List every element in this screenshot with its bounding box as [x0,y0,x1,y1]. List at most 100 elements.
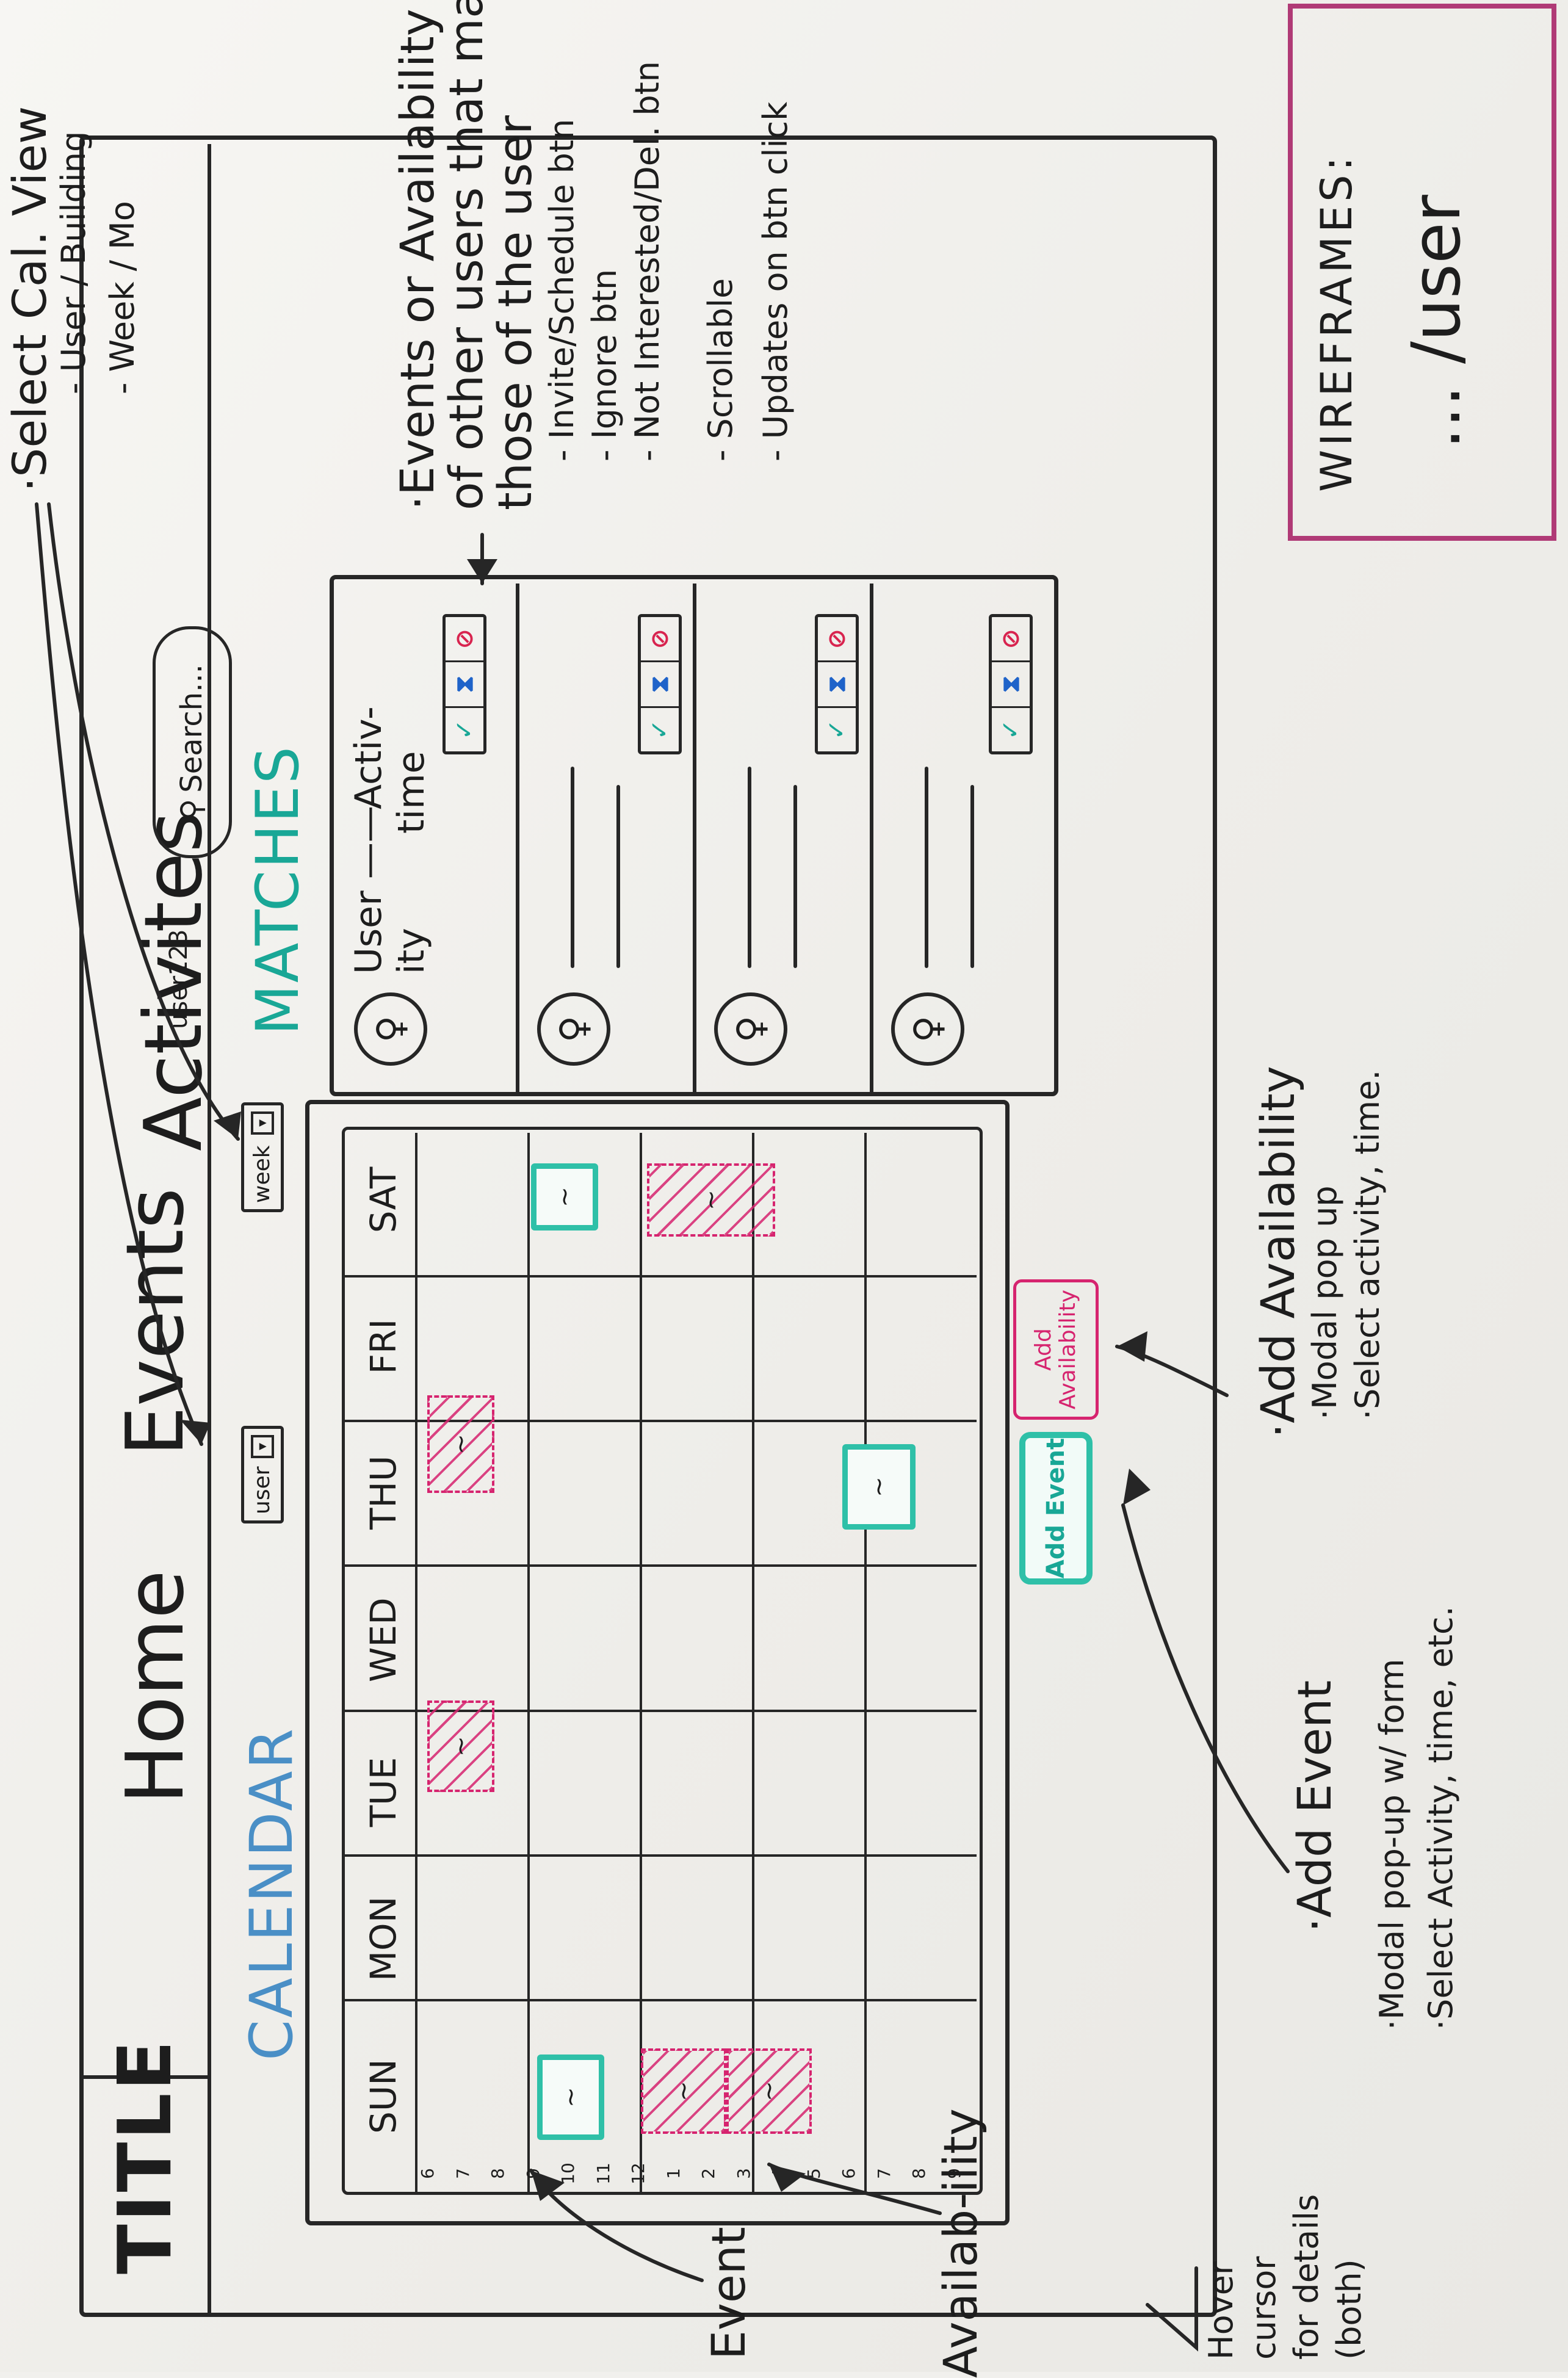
note-select-view-line: - Week / Mo [103,201,142,394]
ignore-button[interactable]: ⧗ [992,660,1030,706]
not-interested-button[interactable]: ⊘ [823,628,851,649]
hour-label: 7 [873,2168,894,2179]
page-title: TITLE [103,2038,188,2274]
note-matches-line: ·Events or Availability [390,9,444,510]
hour-label: 11 [593,2163,613,2185]
hour-label: 8 [909,2168,929,2179]
hour-label: 9 [522,2168,543,2179]
match-row-divider [516,584,519,1093]
calendar-event[interactable]: ~ [842,1444,916,1530]
availability-marker: ~ [697,1190,725,1210]
note-matches-line: - Updates on btn click [756,101,795,461]
match-row-divider [870,584,873,1093]
calendar-row-line [527,1133,530,2195]
hour-label: 12 [628,2163,648,2185]
note-matches-line: - Ignore btn [585,269,624,461]
calendar-grid [342,1127,983,2195]
day-thu: THU [363,1455,404,1530]
availability-marker: ~ [670,2081,698,2102]
event-marker: ~ [865,1476,893,1497]
day-fri: FRI [363,1318,404,1375]
note-add-availability-line: ·Select activity, time. [1348,1069,1387,1420]
invite-button[interactable]: ✓ [818,706,856,751]
availability-marker: ~ [755,2081,783,2102]
calendar-header-line [415,1133,417,2195]
availability-block[interactable]: ~ [641,2048,726,2134]
hour-label: 10 [558,2163,578,2185]
note-add-event: ·Add Event [1287,1680,1342,1932]
nav-home[interactable]: Home [109,1570,201,1804]
period-view-select[interactable]: week ▾ [241,1102,284,1212]
invite-button[interactable]: ✓ [446,706,483,751]
calendar-event[interactable]: ~ [537,2055,604,2140]
calendar-column-line [342,1564,977,1567]
note-event-label: Event [701,2227,756,2360]
avatar-glyph: ♀ [552,1016,595,1043]
note-matches-line: those of the user [488,115,542,510]
avatar: ♀ [714,992,787,1066]
note-matches-line: of other users that match [439,0,493,510]
calendar-heading: CALENDAR [237,1726,306,2061]
match-text-placeholder [616,785,620,968]
calendar-event[interactable]: ~ [531,1163,598,1231]
not-interested-button[interactable]: ⊘ [646,628,674,649]
day-sat: SAT [363,1166,404,1234]
availability-block[interactable]: ~ [647,1163,775,1237]
event-marker: ~ [551,1187,579,1207]
note-select-view-title: ·Select Cal. View [2,106,57,492]
event-marker: ~ [557,2087,585,2108]
matches-heading: MATCHES [244,745,312,1035]
hour-label: 8 [488,2168,508,2179]
invite-button[interactable]: ✓ [992,706,1030,751]
header-divider [208,144,211,2314]
calendar-column-line [342,1854,977,1857]
ignore-button[interactable]: ⧗ [446,660,483,706]
availability-block[interactable]: ~ [427,1700,494,1792]
add-availability-line1: Add [1031,1328,1057,1371]
day-mon: MON [363,1896,404,1981]
add-availability-button[interactable]: Add Availability [1013,1279,1099,1420]
hour-label: 5 [803,2168,824,2179]
match-text-placeholder [970,785,974,968]
search-icon: ⚲ [175,798,209,820]
avatar: ♀ [354,992,427,1066]
availability-block[interactable]: ~ [427,1395,494,1493]
chevron-down-icon: ▾ [251,1111,274,1135]
wireframes-title: WIREFRAMES: [1312,153,1362,492]
availability-marker: ~ [447,1434,475,1455]
not-interested-button[interactable]: ⊘ [997,628,1025,649]
note-add-availability-line: ·Modal pop up [1306,1185,1344,1420]
availability-block[interactable]: ~ [726,2048,812,2134]
note-select-view-line: - User / Building [54,131,93,394]
user-view-value: user [250,1466,275,1514]
ignore-button[interactable]: ⧗ [818,660,856,706]
note-hover: Hover [1202,2261,1240,2360]
search-input[interactable]: ⚲ Search... [153,626,232,858]
match-actions: ✓ ⧗ ⊘ [443,614,486,754]
match-actions: ✓ ⧗ ⊘ [815,614,859,754]
availability-marker: ~ [447,1736,475,1757]
match-activity: Activ- [347,706,390,809]
invite-button[interactable]: ✓ [641,706,679,751]
hour-label: 6 [839,2168,859,2179]
day-wed: WED [363,1597,404,1682]
match-row-divider [693,584,696,1093]
add-availability-line2: Availability [1055,1289,1080,1410]
nav-events[interactable]: Events [109,1187,201,1456]
user-view-select[interactable]: user ▾ [241,1426,284,1523]
calendar-row-line [864,1133,867,2195]
add-event-button[interactable]: Add Event [1019,1432,1093,1585]
ignore-button[interactable]: ⧗ [641,660,679,706]
not-interested-button[interactable]: ⊘ [450,628,479,649]
hour-label: 3 [733,2168,754,2179]
note-matches-line: - Not Interested/Del. btn [628,60,667,461]
day-sun: SUN [363,2059,404,2134]
user-label: user123 [165,929,193,1029]
match-actions: ✓ ⧗ ⊘ [989,614,1033,754]
avatar: ♀ [891,992,964,1066]
chevron-down-icon: ▾ [251,1435,274,1458]
note-add-event-line: ·Select Activity, time, etc. [1422,1606,1460,2030]
avatar: ♀ [537,992,610,1066]
